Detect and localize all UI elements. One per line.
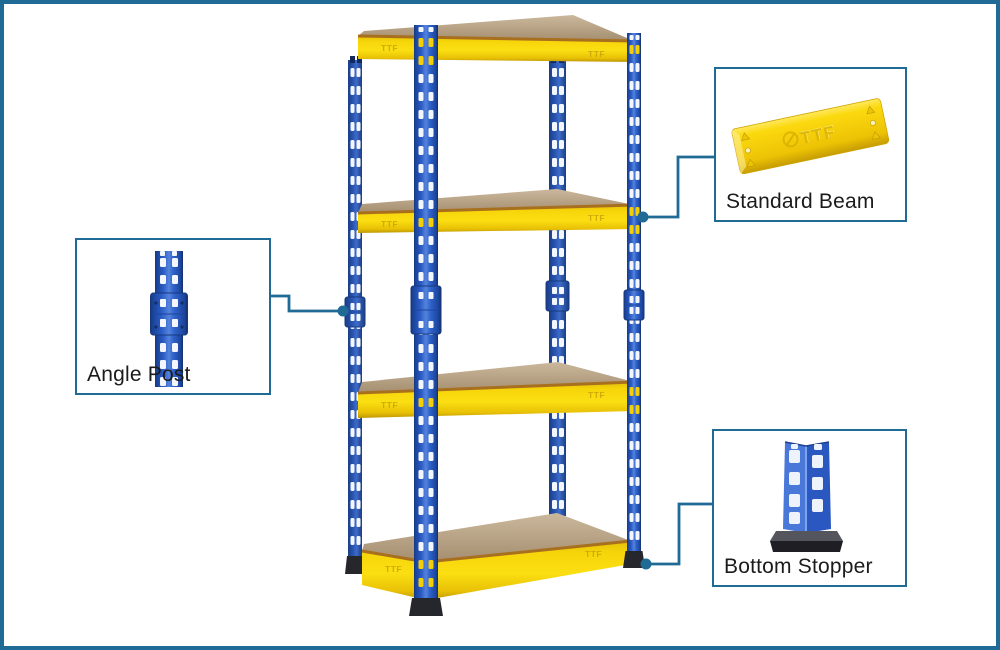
rack-shelf-3: TTF TTF — [357, 362, 635, 418]
callout-box-angle-post: Angle Post — [75, 238, 271, 395]
leader-lines — [271, 155, 714, 570]
svg-text:TTF: TTF — [381, 219, 398, 229]
connector-dot — [640, 558, 652, 570]
svg-text:TTF: TTF — [588, 213, 605, 223]
leader-angle-post — [271, 294, 349, 317]
rack-shelf-1: TTF TTF — [357, 15, 635, 62]
rack-shelf-2: TTF TTF — [357, 189, 635, 233]
svg-text:TTF: TTF — [381, 400, 398, 410]
rack-rear-posts — [344, 56, 570, 574]
svg-text:TTF: TTF — [585, 549, 602, 559]
bottom-stopper-image — [770, 441, 843, 552]
callout-box-bottom-stopper: Bottom Stopper — [712, 429, 907, 587]
leader-standard-beam — [637, 155, 714, 223]
leader-bottom-stopper — [640, 502, 712, 570]
svg-text:TTF: TTF — [385, 564, 402, 574]
callout-label-standard-beam: Standard Beam — [726, 190, 875, 213]
svg-text:TTF: TTF — [588, 390, 605, 400]
rack-shelf-4: TTF TTF — [361, 513, 632, 600]
connector-dot — [337, 305, 349, 317]
callout-box-standard-beam: Standard Beam — [714, 67, 907, 222]
callout-label-bottom-stopper: Bottom Stopper — [724, 555, 873, 578]
svg-text:TTF: TTF — [381, 43, 398, 53]
svg-text:TTF: TTF — [588, 49, 605, 59]
callout-label-angle-post: Angle Post — [87, 363, 191, 386]
angle-post-image — [150, 251, 188, 387]
rack-illustration: TTF TTF TTF TTF TTF TTF TTF TTF — [344, 15, 645, 616]
connector-dot — [637, 211, 649, 223]
rack-front-posts — [409, 25, 645, 616]
